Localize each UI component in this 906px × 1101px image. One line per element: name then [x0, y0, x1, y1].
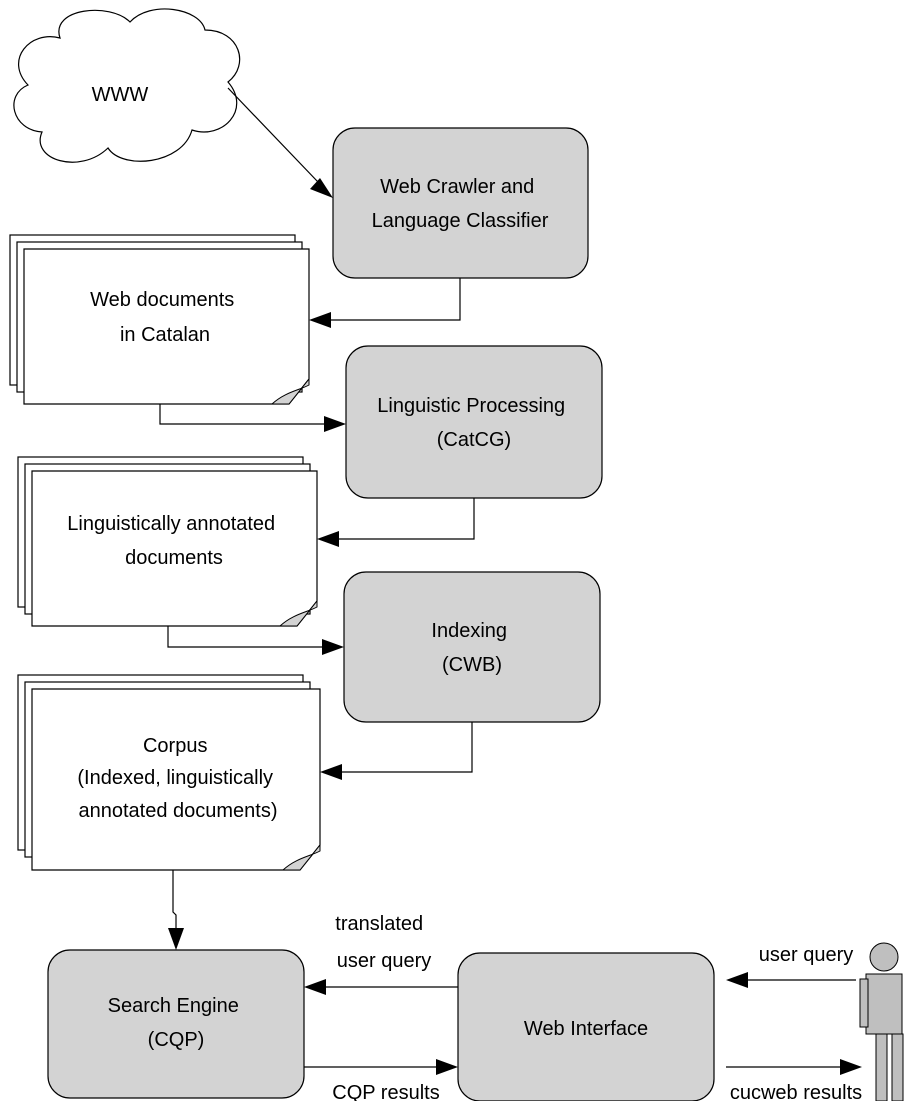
corpus-line-1: Corpus [143, 735, 207, 757]
edge-www-to-crawler [227, 87, 319, 183]
arrowhead-linguistic [324, 416, 346, 432]
arrowhead-annotated [317, 531, 339, 547]
indexing-box: Indexing (CWB) [343, 571, 601, 723]
svg-text:translated user query: translated user query [335, 913, 431, 972]
web-documents-stack: Web documents in Catalan [9, 234, 310, 405]
arrowheads [168, 178, 862, 1075]
search-engine-line-1: Search Engine [108, 995, 239, 1017]
annotated-documents-stack: Linguistically annotated documents [17, 456, 318, 627]
web-documents-line-2: in Catalan [120, 324, 210, 346]
user-query-label: user query [759, 944, 854, 966]
cqp-results-label: CQP results [332, 1082, 439, 1101]
linguistic-processing-box: Linguistic Processing (CatCG) [345, 345, 603, 499]
search-engine-box: Search Engine (CQP) [47, 949, 305, 1099]
crawler-label-line-2: Language Classifier [372, 210, 549, 232]
www-cloud: WWW [13, 8, 241, 163]
svg-text:Web Crawler and Language: Web Crawler and Language Classifier [372, 176, 549, 232]
crawler-box: Web Crawler and Language Classifier [332, 127, 589, 279]
annotated-documents-line-2: documents [125, 547, 223, 569]
user-icon [859, 942, 904, 1101]
edge-labels: translated user query CQP results user q… [332, 913, 862, 1101]
svg-text:Linguistic Processing (C: Linguistic Processing (CatCG) [377, 395, 570, 451]
edge-crawler-to-webdocs [326, 278, 461, 321]
web-interface-line-1: Web Interface [524, 1018, 648, 1040]
corpus-line-2: (Indexed, linguistically [77, 767, 273, 789]
crawler-label-line-1: Web Crawler and [380, 176, 534, 198]
arrowhead-interface-from-search [436, 1059, 458, 1075]
linguistic-processing-line-2: (CatCG) [437, 429, 511, 451]
corpus-line-3: annotated documents) [78, 800, 277, 822]
translated-query-line-2: user query [337, 950, 432, 972]
search-engine-line-2: (CQP) [148, 1029, 205, 1051]
arrowhead-search-from-interface [304, 979, 326, 995]
connectors [159, 87, 856, 1068]
arrowhead-webdocs [309, 312, 331, 328]
edge-annotated-to-indexing [167, 626, 326, 648]
translated-query-line-1: translated [335, 913, 423, 935]
svg-text:Web Interface: Web Interface [524, 1018, 648, 1040]
indexing-line-1: Indexing [431, 620, 507, 642]
annotated-documents-line-1: Linguistically annotated [67, 513, 275, 535]
cucweb-results-label: cucweb results [730, 1082, 862, 1101]
edge-webdocs-to-linguistic [159, 404, 328, 425]
svg-text:Corpus (Indexed, linguis: Corpus (Indexed, linguistically annotate… [77, 735, 278, 822]
www-label: WWW [92, 84, 149, 106]
arrowhead-corpus [320, 764, 342, 780]
edge-linguistic-to-annotated [334, 498, 475, 540]
svg-text:Indexing (CWB): Indexing (CWB) [431, 620, 512, 676]
arrowhead-user [840, 1059, 862, 1075]
svg-text:Linguistically annotated: Linguistically annotated documents [67, 513, 280, 569]
arrowhead-indexing [322, 639, 344, 655]
web-interface-box: Web Interface [457, 952, 715, 1101]
web-documents-line-1: Web documents [90, 289, 234, 311]
edge-corpus-to-search [172, 870, 177, 932]
linguistic-processing-line-1: Linguistic Processing [377, 395, 565, 417]
arrowhead-interface-from-user [726, 972, 748, 988]
arrowhead-search [168, 928, 184, 950]
edge-indexing-to-corpus [340, 722, 473, 773]
corpus-stack: Corpus (Indexed, linguistically annotate… [17, 674, 321, 871]
indexing-line-2: (CWB) [442, 654, 502, 676]
svg-text:Web documents in Catalan: Web documents in Catalan [90, 289, 240, 346]
arrowhead-crawler [310, 178, 333, 198]
svg-text:Search Engine (CQP): Search Engine (CQP) [108, 995, 245, 1051]
